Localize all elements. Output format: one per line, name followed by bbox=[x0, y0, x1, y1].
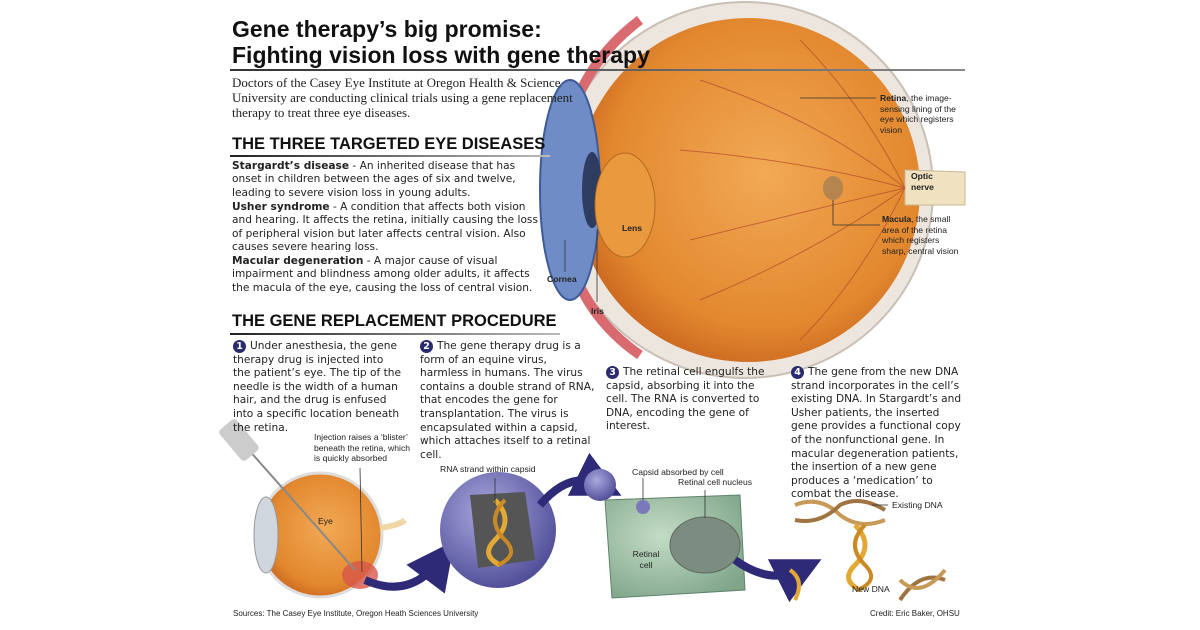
label-retinal-cell: Retinal cell bbox=[632, 549, 660, 570]
procedure-divider bbox=[230, 333, 560, 335]
credit: Credit: Eric Baker, OHSU bbox=[870, 609, 960, 618]
label-cornea: Cornea bbox=[547, 274, 577, 284]
label-retina: Retina, the image-sensing lining of the … bbox=[880, 93, 956, 135]
label-eye: Eye bbox=[318, 516, 333, 526]
diseases-divider bbox=[230, 155, 550, 157]
step-badge: 2 bbox=[420, 340, 433, 353]
disease-usher: Usher syndrome - A condition that affect… bbox=[232, 201, 538, 254]
label-existing-dna: Existing DNA bbox=[892, 500, 943, 510]
capsid bbox=[440, 452, 622, 588]
label-lens: Lens bbox=[622, 223, 643, 233]
step-badge: 1 bbox=[233, 340, 246, 353]
label-nucleus: Retinal cell nucleus bbox=[678, 477, 753, 487]
disease-macular: Macular degeneration - A major cause of … bbox=[232, 255, 533, 294]
label-rna-strand: RNA strand within capsid bbox=[440, 464, 536, 474]
step-badge: 4 bbox=[791, 366, 804, 379]
injection-eye bbox=[219, 419, 455, 599]
label-optic-nerve: Optic nerve bbox=[911, 171, 934, 192]
dna-strands bbox=[788, 499, 947, 602]
label-capsid-absorbed: Capsid absorbed by cell bbox=[632, 467, 724, 477]
title-divider bbox=[230, 69, 965, 71]
step-badge: 3 bbox=[606, 366, 619, 379]
label-new-dna: New DNA bbox=[852, 584, 890, 594]
label-macula: Macula, the small area of the retina whi… bbox=[882, 214, 959, 256]
retinal-cell bbox=[604, 478, 822, 603]
procedure-heading: THE GENE REPLACEMENT PROCEDURE bbox=[232, 312, 557, 330]
eye-cross-section bbox=[539, 1, 966, 379]
label-injection: Injection raises a ‘blister’ beneath the… bbox=[314, 432, 411, 463]
intro-text: Doctors of the Casey Eye Institute at Or… bbox=[232, 75, 573, 120]
page-title: Gene therapy’s big promise: Fighting vis… bbox=[232, 16, 650, 68]
diseases-heading: THE THREE TARGETED EYE DISEASES bbox=[232, 135, 546, 153]
sources: Sources: The Casey Eye Institute, Oregon… bbox=[233, 609, 479, 618]
label-iris: Iris bbox=[591, 306, 604, 316]
disease-stargardt: Stargardt’s disease - An inherited disea… bbox=[232, 160, 516, 199]
